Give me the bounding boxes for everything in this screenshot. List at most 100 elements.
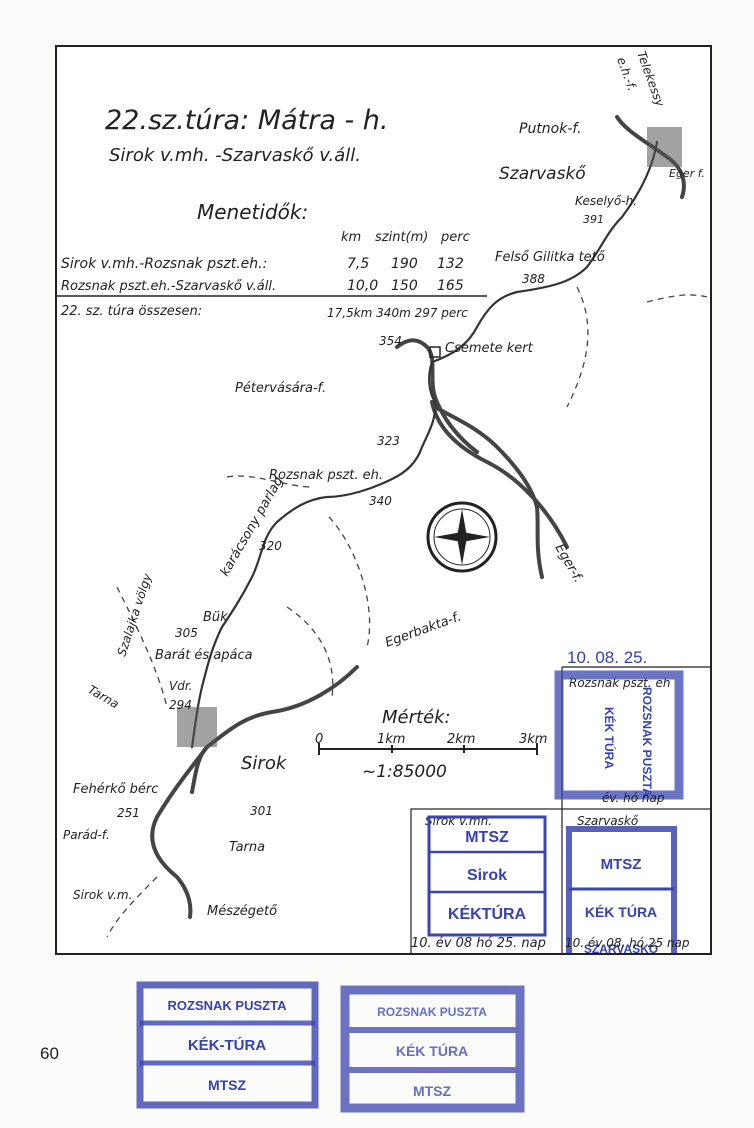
bottom-stamp-2-line2: KÉK TÚRA — [396, 1042, 468, 1059]
bottom-stamp-2-line3: MTSZ — [413, 1083, 452, 1099]
row1-km: 7,5 — [347, 256, 369, 272]
stamp-rozsnak-vertical: ROZSNAK PUSZTA — [640, 687, 654, 797]
label-keselyo: Keselyő-h. — [575, 194, 637, 208]
scale-tick-0: 0 — [315, 732, 323, 747]
track-3 — [286, 606, 334, 698]
label-alt-301: 301 — [250, 804, 273, 818]
label-barat: Barát és apáca — [155, 648, 253, 663]
row1-szint: 190 — [391, 256, 418, 272]
total-label: 22. sz. túra összesen: — [61, 304, 202, 319]
bottom-stamp-1-line2: KÉK-TÚRA — [188, 1036, 266, 1054]
bottom-stamp-2: ROZSNAK PUSZTA KÉK TÚRA MTSZ — [340, 985, 525, 1113]
road-egerbakta — [190, 665, 359, 794]
track-2 — [328, 516, 371, 648]
stamp-sirok-mtsz: MTSZ — [465, 829, 509, 846]
label-putnok: Putnok-f. — [519, 121, 582, 137]
road-eger-f — [433, 405, 544, 579]
scale-heading: Mérték: — [382, 707, 451, 728]
label-meszegeto: Mészégető — [207, 904, 278, 919]
sirok-village — [177, 707, 217, 747]
row2-km: 10,0 — [347, 278, 378, 294]
col-szint: szint(m) — [375, 230, 428, 245]
trail-south — [190, 400, 437, 749]
label-parad: Parád-f. — [63, 828, 110, 842]
label-tarna-bottom: Tarna — [229, 840, 265, 855]
label-sirok-vmh: Sirok v.m. — [73, 888, 132, 902]
track-7 — [106, 876, 158, 938]
stamp-szarvasko — [566, 826, 677, 953]
label-szalajka: Szalajka völgy — [115, 571, 155, 658]
stamp-rozsnak-day: év. hó nap — [602, 791, 665, 805]
label-szarvasko: Szarvaskő — [499, 164, 586, 184]
label-feherko: Fehérkő bérc — [73, 782, 158, 797]
trail-north — [428, 140, 659, 404]
times-heading: Menetidők: — [197, 200, 308, 224]
track-5 — [566, 286, 589, 408]
label-rozsnak: Rozsnak pszt. eh. — [269, 468, 383, 483]
row1-perc: 132 — [437, 256, 464, 272]
compass-rose-icon — [426, 501, 498, 573]
label-karacsony: karácsony parlag — [217, 474, 286, 579]
track-6 — [646, 294, 708, 303]
road-central — [395, 338, 479, 454]
label-feherko-alt: 251 — [117, 806, 140, 820]
label-felso-gilitka: Felső Gilitka tető — [495, 250, 606, 265]
scale-tick-3: 3km — [519, 732, 547, 747]
row1-label: Sirok v.mh.-Rozsnak pszt.eh.: — [61, 256, 267, 272]
label-csemete: Csemete kert — [445, 341, 534, 356]
label-buk: Bük — [203, 610, 228, 625]
stamp-sirok — [427, 815, 547, 937]
label-egerbakta: Egerbakta-f. — [383, 609, 463, 650]
label-petervasara: Pétervására-f. — [235, 381, 326, 396]
label-eh-f: e.h.-f. — [614, 55, 639, 92]
bottom-stamp-1-line1: ROZSNAK PUSZTA — [168, 998, 288, 1013]
map-title: 22.sz.túra: Mátra - h. — [105, 105, 388, 136]
track-4 — [116, 586, 168, 708]
page-number: 60 — [40, 1044, 59, 1063]
row2-szint: 150 — [391, 278, 418, 294]
stamp-sirok-kektura: KÉKTÚRA — [448, 904, 527, 923]
label-sirok: Sirok — [241, 753, 288, 774]
label-keselyo-alt: 391 — [583, 213, 604, 226]
label-vdr: Vdr. — [169, 679, 192, 693]
row2-label: Rozsnak pszt.eh.-Szarvaskő v.áll. — [61, 279, 276, 294]
bottom-stamp-2-line1: ROZSNAK PUSZTA — [377, 1005, 487, 1019]
label-eger-f-small: Eger f. — [669, 167, 705, 180]
road-eger — [430, 400, 569, 549]
map-subtitle: Sirok v.mh. -Szarvaskő v.áll. — [109, 145, 361, 166]
bottom-stamp-1: ROZSNAK PUSZTA KÉK-TÚRA MTSZ — [136, 981, 319, 1109]
label-alt-320: 320 — [259, 539, 282, 553]
stamp-sirok-date: 10. év 08 hó 25. nap — [411, 936, 546, 951]
stamp-szarvasko-date: 10. év 08. hó 25 nap — [565, 936, 690, 950]
csemete-house — [429, 346, 441, 358]
hiking-map: 22.sz.túra: Mátra - h. Sirok v.mh. -Szar… — [57, 49, 710, 953]
col-km: km — [341, 230, 361, 245]
scale-tick-1: 1km — [377, 732, 405, 747]
stamp-szarvasko-header: Szarvaskő — [577, 814, 639, 828]
label-buk-alt: 305 — [175, 626, 198, 640]
bottom-stamps: ROZSNAK PUSZTA KÉK-TÚRA MTSZ ROZSNAK PUS… — [136, 981, 525, 1113]
stamp-szarvasko-kektura: KÉK TÚRA — [585, 903, 657, 920]
label-vdr-alt: 294 — [169, 698, 192, 712]
row2-perc: 165 — [437, 278, 464, 294]
total-value: 17,5km 340m 297 perc — [327, 306, 468, 320]
label-eger-f: Eger-f. — [552, 542, 586, 586]
scale-tick-2: 2km — [447, 732, 475, 747]
map-frame: 22.sz.túra: Mátra - h. Sirok v.mh. -Szar… — [55, 45, 712, 955]
road-sirok — [150, 745, 209, 919]
stamp-szarvasko-mtsz: MTSZ — [601, 856, 642, 873]
scale-ratio: ~1:85000 — [362, 762, 447, 782]
stamp-sirok-name: Sirok — [467, 867, 507, 884]
label-alt-388: 388 — [522, 272, 545, 286]
szarvasko-village — [647, 127, 682, 167]
stamp-rozsnak — [554, 670, 684, 800]
stamp-rozsnak-kektura: KÉK TÚRA — [602, 707, 617, 769]
label-alt-323: 323 — [377, 434, 400, 448]
track-1 — [226, 475, 313, 488]
label-alt-340: 340 — [369, 494, 392, 508]
label-tarna-top: Tarna — [86, 682, 122, 711]
bottom-stamp-1-line3: MTSZ — [208, 1077, 247, 1093]
col-perc: perc — [440, 230, 470, 245]
stamp-top-date: 10. 08. 25. — [567, 648, 647, 667]
label-telekessy: Telekessy — [634, 49, 667, 109]
